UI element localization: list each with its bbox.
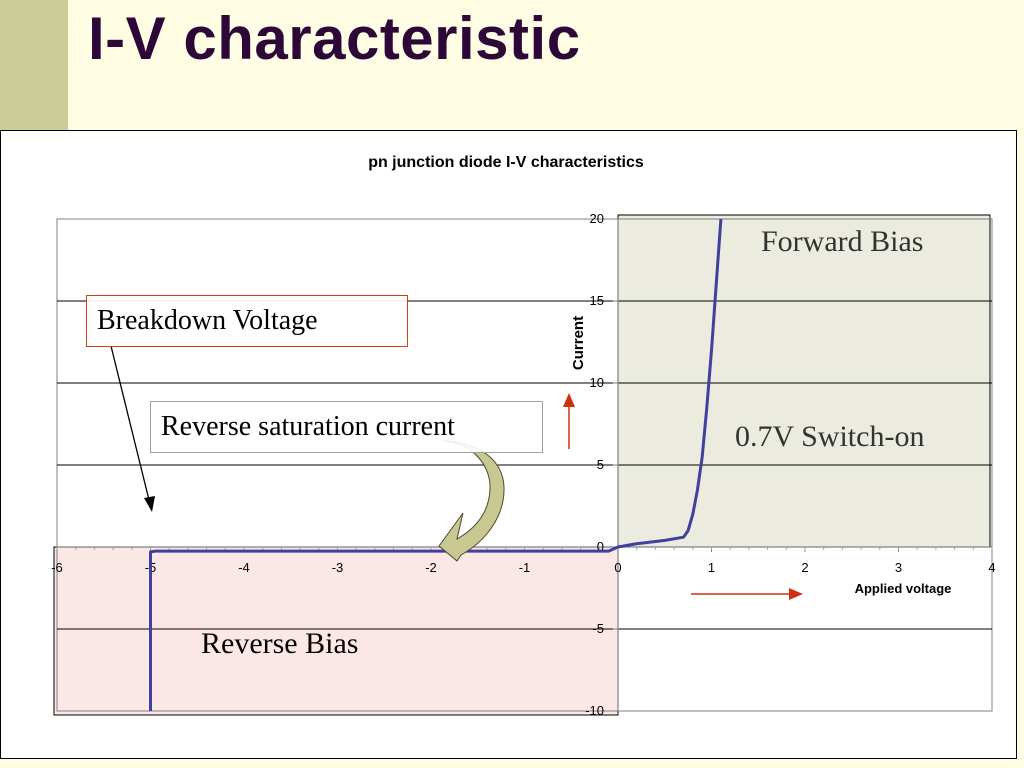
y-tick-label: 5	[597, 457, 604, 472]
x-tick-label: 2	[801, 560, 808, 575]
chart-title: pn junction diode I-V characteristics	[368, 154, 644, 171]
x-tick-label: -2	[425, 560, 437, 575]
voltage-right-arrowhead	[789, 588, 803, 600]
x-tick-label: -1	[519, 560, 531, 575]
switch-on-label: 0.7V Switch-on	[735, 420, 925, 453]
x-axis-label: Applied voltage	[855, 581, 952, 596]
y-tick-label: 20	[590, 211, 604, 226]
y-tick-label: 10	[590, 375, 604, 390]
x-tick-label: 3	[895, 560, 902, 575]
saturation-callout-arrow	[438, 440, 505, 562]
x-tick-label: 0	[614, 560, 621, 575]
x-tick-label: -4	[238, 560, 250, 575]
iv-curve	[149, 218, 723, 711]
breakdown-voltage-box: Breakdown Voltage	[86, 295, 408, 347]
slide-title: I-V characteristic	[88, 5, 581, 72]
reverse-saturation-box: Reverse saturation current	[150, 401, 543, 453]
reverse-bias-region	[53, 546, 619, 716]
y-tick-label: -5	[592, 621, 604, 636]
x-tick-label: -3	[332, 560, 344, 575]
reverse-bias-label: Reverse Bias	[201, 627, 359, 660]
y-tick-label: 0	[597, 539, 604, 554]
forward-bias-label: Forward Bias	[761, 225, 924, 258]
current-up-arrowhead	[563, 393, 575, 407]
y-tick-label: -10	[585, 703, 604, 718]
x-tick-label: 1	[708, 560, 715, 575]
forward-bias-region	[617, 214, 991, 548]
x-tick-label: -6	[51, 560, 63, 575]
x-tick-label: 4	[988, 560, 995, 575]
title-accent-bar	[0, 0, 68, 131]
y-axis-label: Current	[570, 316, 587, 370]
y-tick-label: 15	[590, 293, 604, 308]
breakdown-pointer-line	[110, 345, 151, 505]
breakdown-pointer-arrowhead	[144, 496, 155, 512]
